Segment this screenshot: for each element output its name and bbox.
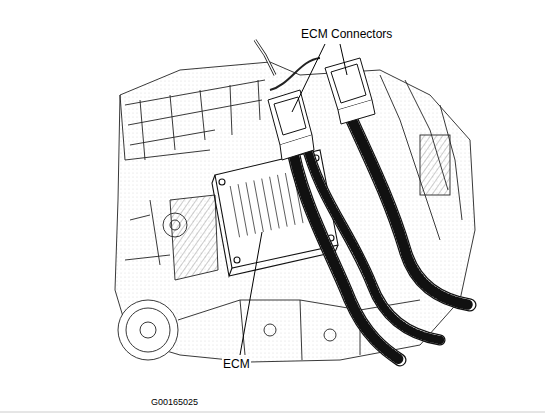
frame-line xyxy=(0,412,545,413)
cooling-fin xyxy=(270,177,280,229)
part-label: ECM xyxy=(222,358,251,371)
figure-number: G00165025 xyxy=(150,398,199,408)
cooling-fin xyxy=(277,175,287,227)
leader-line xyxy=(240,44,347,355)
part-label: ECM Connectors xyxy=(300,28,393,41)
cooling-fin xyxy=(230,186,239,237)
cooling-fin xyxy=(285,173,295,225)
cooling-fin xyxy=(238,184,247,235)
wiring-harness xyxy=(290,105,470,360)
engine-block xyxy=(115,40,475,362)
cooling-fin xyxy=(262,179,272,231)
ecm-connector xyxy=(268,58,375,160)
cooling-fin xyxy=(254,180,264,232)
cooling-fin xyxy=(246,182,255,233)
